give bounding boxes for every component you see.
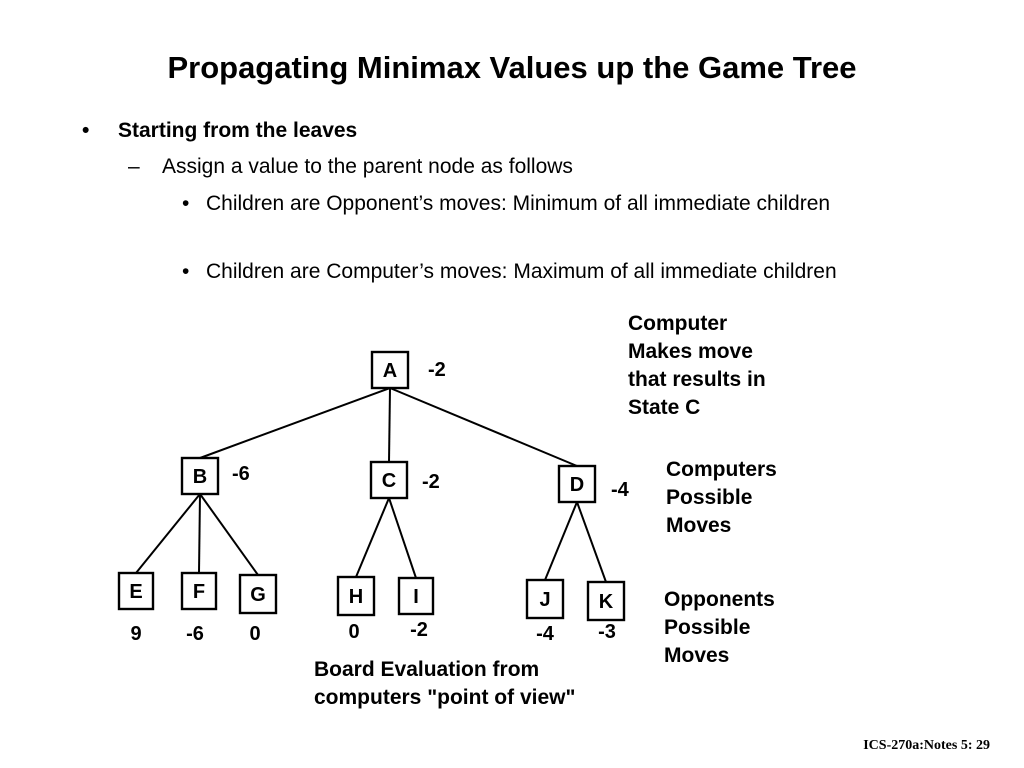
tree-node-K bbox=[586, 580, 626, 622]
tree-edge-B-F bbox=[198, 493, 201, 574]
annotation-opponents-possible-moves: Opponents Possible Moves bbox=[664, 588, 775, 667]
tree-edge-A-D bbox=[389, 387, 578, 467]
bullet-mark: • bbox=[82, 119, 90, 142]
tree-node-value-I: -2 bbox=[410, 619, 428, 641]
tree-node-label-G: G bbox=[250, 584, 266, 606]
tree-node-value-K: -3 bbox=[598, 621, 616, 643]
tree-node-label-F: F bbox=[193, 581, 205, 603]
slide-title: Propagating Minimax Values up the Game T… bbox=[167, 50, 857, 85]
annotation-board-evaluation: Board Evaluation from computers "point o… bbox=[314, 658, 576, 709]
bullet-mark: • bbox=[182, 192, 190, 215]
tree-edge-D-K bbox=[576, 501, 607, 583]
tree-node-F bbox=[180, 571, 218, 611]
tree-edge-B-E bbox=[135, 493, 201, 574]
tree-node-H bbox=[336, 575, 376, 617]
tree-edge-A-B bbox=[199, 387, 391, 459]
tree-node-E bbox=[117, 571, 155, 611]
tree-node-label-J: J bbox=[539, 589, 550, 611]
tree-node-value-G: 0 bbox=[249, 623, 260, 645]
tree-node-label-B: B bbox=[193, 466, 207, 488]
tree-node-value-F: -6 bbox=[186, 623, 204, 645]
annotation-computers-possible-moves: Computers Possible Moves bbox=[666, 458, 777, 537]
tree-node-B bbox=[180, 456, 220, 496]
bullet-mark: – bbox=[128, 155, 140, 178]
bullet-mark: • bbox=[182, 260, 190, 283]
tree-node-I bbox=[397, 576, 435, 616]
tree-edge-C-I bbox=[388, 497, 417, 579]
bullet-level3-maximum: • Children are Computer’s moves: Maximum… bbox=[182, 256, 882, 287]
slide-footer: ICS-270a:Notes 5: 29 bbox=[863, 738, 990, 753]
tree-node-label-D: D bbox=[570, 474, 584, 496]
bullet-text: Children are Opponent’s moves: Minimum o… bbox=[206, 192, 831, 215]
tree-node-value-E: 9 bbox=[130, 623, 141, 645]
tree-node-value-B: -6 bbox=[232, 463, 250, 485]
bullet-level3-minimum: • Children are Opponent’s moves: Minimum… bbox=[182, 188, 882, 219]
tree-node-D bbox=[557, 464, 597, 504]
bullet-text: Assign a value to the parent node as fol… bbox=[162, 155, 573, 178]
tree-node-label-C: C bbox=[382, 470, 396, 492]
tree-node-label-A: A bbox=[383, 360, 397, 382]
tree-node-A bbox=[370, 350, 410, 390]
tree-node-C bbox=[369, 460, 409, 500]
annotation-computer-move: Computer Makes move that results in Stat… bbox=[628, 312, 766, 419]
tree-node-label-E: E bbox=[129, 581, 142, 603]
tree-node-J bbox=[525, 578, 565, 620]
bullet-text: Starting from the leaves bbox=[118, 119, 358, 142]
tree-edge-B-G bbox=[199, 493, 259, 576]
tree-node-label-H: H bbox=[349, 586, 363, 608]
tree-node-value-H: 0 bbox=[348, 621, 359, 643]
tree-node-value-A: -2 bbox=[428, 359, 446, 381]
bullet-text: Children are Computer’s moves: Maximum o… bbox=[206, 260, 837, 283]
tree-edge-C-H bbox=[355, 497, 390, 578]
tree-node-label-K: K bbox=[599, 591, 614, 613]
tree-node-G bbox=[238, 573, 278, 615]
tree-edge-A-C bbox=[388, 387, 391, 463]
tree-edge-D-J bbox=[544, 501, 578, 581]
tree-node-value-C: -2 bbox=[422, 471, 440, 493]
tree-node-value-D: -4 bbox=[611, 479, 630, 501]
tree-node-value-J: -4 bbox=[536, 623, 555, 645]
tree-node-label-I: I bbox=[413, 586, 419, 608]
